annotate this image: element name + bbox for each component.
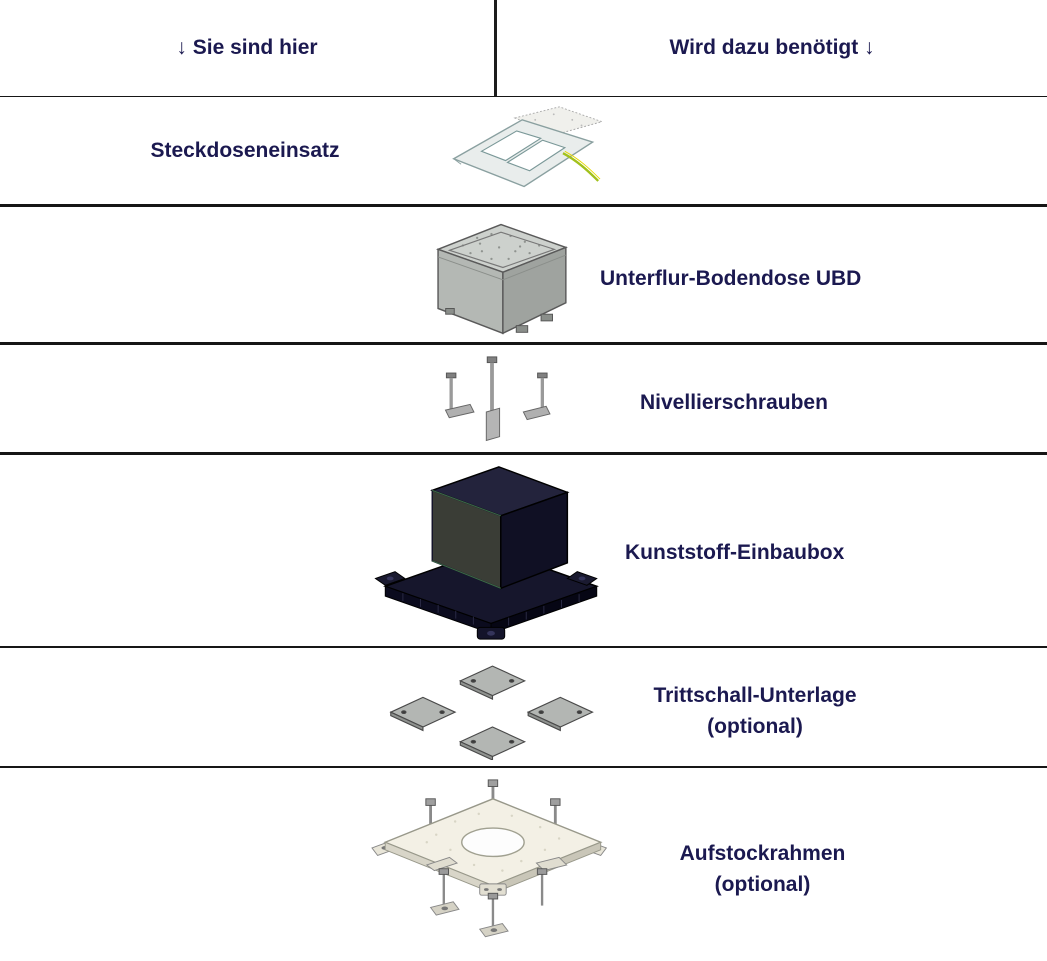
- underfloor-box-image: [422, 215, 580, 339]
- header-cell-left: ↓ Sie sind hier: [0, 0, 494, 96]
- label-unterflur-bodendose: Unterflur-Bodendose UBD: [600, 267, 862, 290]
- impact-sound-underlay-image: [370, 660, 615, 760]
- raising-frame-image: [364, 778, 620, 950]
- label-trittschall-unterlage: Trittschall-Unterlage (optional): [653, 684, 857, 738]
- row-steckdoseneinsatz: Steckdoseneinsatz: [0, 96, 1047, 204]
- row-aufstockrahmen: Aufstockrahmen (optional): [0, 766, 1047, 961]
- label-steckdoseneinsatz: Steckdoseneinsatz: [150, 139, 340, 162]
- row-kunststoff-einbaubox: Kunststoff-Einbaubox: [0, 452, 1047, 646]
- header-divider: [494, 0, 497, 96]
- header-cell-right: Wird dazu benötigt ↓: [497, 0, 1047, 96]
- header-right-label: Wird dazu benötigt ↓: [669, 36, 875, 59]
- header-left-label: ↓ Sie sind hier: [176, 36, 318, 59]
- socket-insert-image: [428, 105, 610, 193]
- row-trittschall-unterlage: Trittschall-Unterlage (optional): [0, 646, 1047, 766]
- leveling-screws-image: [408, 355, 576, 450]
- label-aufstockrahmen: Aufstockrahmen (optional): [679, 842, 846, 896]
- plastic-installation-box-image: [372, 461, 610, 647]
- header-row: ↓ Sie sind hier Wird dazu benötigt ↓: [0, 0, 1047, 96]
- label-nivellierschrauben: Nivellierschrauben: [640, 391, 828, 414]
- row-nivellierschrauben: Nivellierschrauben: [0, 342, 1047, 452]
- label-kunststoff-einbaubox: Kunststoff-Einbaubox: [625, 541, 845, 564]
- row-unterflur-bodendose: Unterflur-Bodendose UBD: [0, 204, 1047, 342]
